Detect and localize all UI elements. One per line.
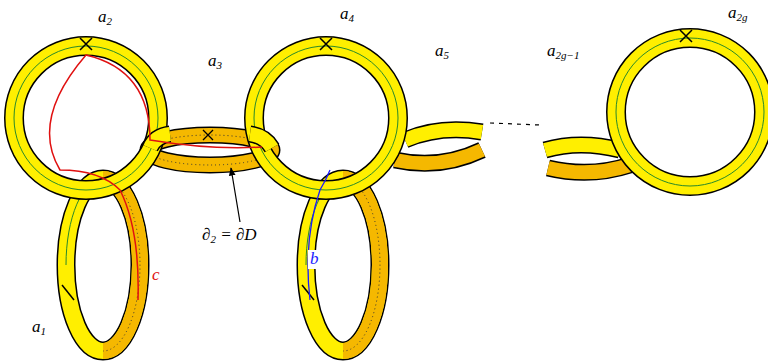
- band-label: a3: [206, 52, 224, 71]
- curve-label: b: [308, 250, 321, 269]
- band-a4: [254, 38, 398, 190]
- curve-label: c: [150, 266, 162, 285]
- band-a5: [395, 130, 482, 164]
- band-label: a2g: [726, 4, 750, 23]
- band-a3-front: [150, 130, 272, 148]
- band-b-loop: [302, 179, 380, 351]
- band-a2: [14, 38, 158, 190]
- band-label: a5: [433, 42, 451, 61]
- band-label: a2g−1: [545, 42, 581, 61]
- curve-b: [308, 170, 330, 300]
- boundary-label: ∂2 = ∂D: [200, 226, 259, 245]
- band-label: a2: [96, 8, 114, 27]
- band-label: a4: [338, 5, 356, 24]
- band-a2g: [616, 30, 764, 186]
- curve-c: [50, 55, 262, 300]
- band-label: a1: [30, 318, 48, 337]
- band-a1: [62, 179, 140, 351]
- leader-arrow: [231, 168, 240, 222]
- ellipsis-dashes: [490, 123, 540, 125]
